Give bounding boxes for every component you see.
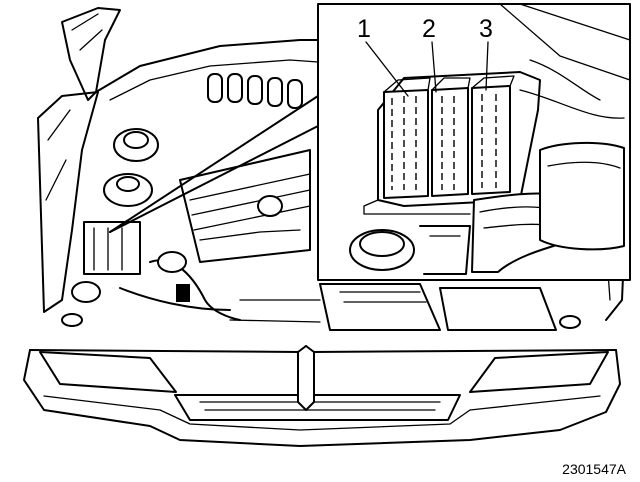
- fuse-block-1: [383, 77, 431, 199]
- fuse-block-2: [431, 77, 471, 197]
- figure-code: 2301547A: [562, 461, 627, 477]
- fuse-block-3: [471, 75, 515, 195]
- callout-3: 3: [479, 15, 493, 43]
- leader-lines: [109, 95, 319, 233]
- detail-inset: [317, 3, 631, 281]
- engine-bay: [61, 73, 581, 331]
- callout-2: 2: [422, 15, 436, 43]
- callout-1: 1: [357, 15, 371, 43]
- car-front-body: [23, 7, 629, 447]
- callout-pointers: [365, 41, 489, 97]
